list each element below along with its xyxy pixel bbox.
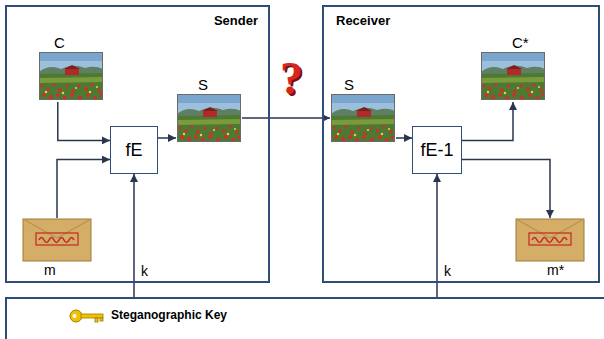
key-label: Steganographic Key: [111, 308, 227, 322]
connector-arrow: [462, 160, 550, 218]
key-icon-use: [70, 310, 103, 322]
cover-image: S: [330, 76, 396, 144]
envelope-picture-use: [23, 219, 91, 261]
landscape-picture-use: [39, 52, 103, 100]
cover-image: C: [38, 34, 104, 102]
message-label: m: [44, 262, 56, 279]
landscape-picture-use: [177, 94, 241, 142]
message-envelope: m*: [515, 218, 585, 280]
party-panel: ReceiverSfE-1 C* m*: [322, 5, 600, 283]
embedding-function-box: fE: [110, 126, 158, 174]
edge-label: k: [140, 263, 149, 279]
function-label: fE: [125, 140, 142, 161]
landscape-picture: [481, 52, 545, 100]
cover-image: S: [176, 76, 242, 144]
connector-arrow: [57, 160, 110, 218]
edge-label: k: [443, 263, 452, 279]
connector-arrow: [462, 102, 513, 140]
landscape-picture-use: [331, 94, 395, 142]
connector-arrow: [158, 137, 176, 139]
image-label: C*: [512, 34, 529, 52]
cover-image: C*: [480, 34, 546, 102]
image-label: S: [198, 76, 208, 94]
party-panel: SenderCfE m S: [5, 5, 270, 283]
panel-title: Receiver: [336, 13, 390, 28]
key-icon: [69, 308, 105, 324]
image-label: S: [344, 76, 354, 94]
landscape-picture-use: [481, 52, 545, 100]
function-label: fE-1: [420, 140, 453, 161]
connector-arrow: [133, 174, 135, 297]
envelope-picture: [515, 218, 585, 262]
message-label: m*: [547, 262, 564, 279]
connector-arrow: [436, 174, 438, 297]
key-band: Steganographic Key: [5, 297, 604, 339]
panel-title: Sender: [214, 13, 258, 28]
envelope-picture-use: [516, 219, 584, 261]
image-label: C: [54, 34, 65, 52]
question-mark: ?: [280, 54, 303, 104]
landscape-picture: [39, 52, 103, 100]
connector-arrow: [58, 102, 110, 140]
envelope-picture: [22, 218, 92, 262]
message-envelope: m: [22, 218, 92, 280]
landscape-picture: [331, 94, 395, 142]
connector-arrow: [242, 117, 330, 119]
embedding-function-box: fE-1: [412, 126, 462, 174]
landscape-picture: [177, 94, 241, 142]
connector-arrow: [396, 137, 412, 139]
